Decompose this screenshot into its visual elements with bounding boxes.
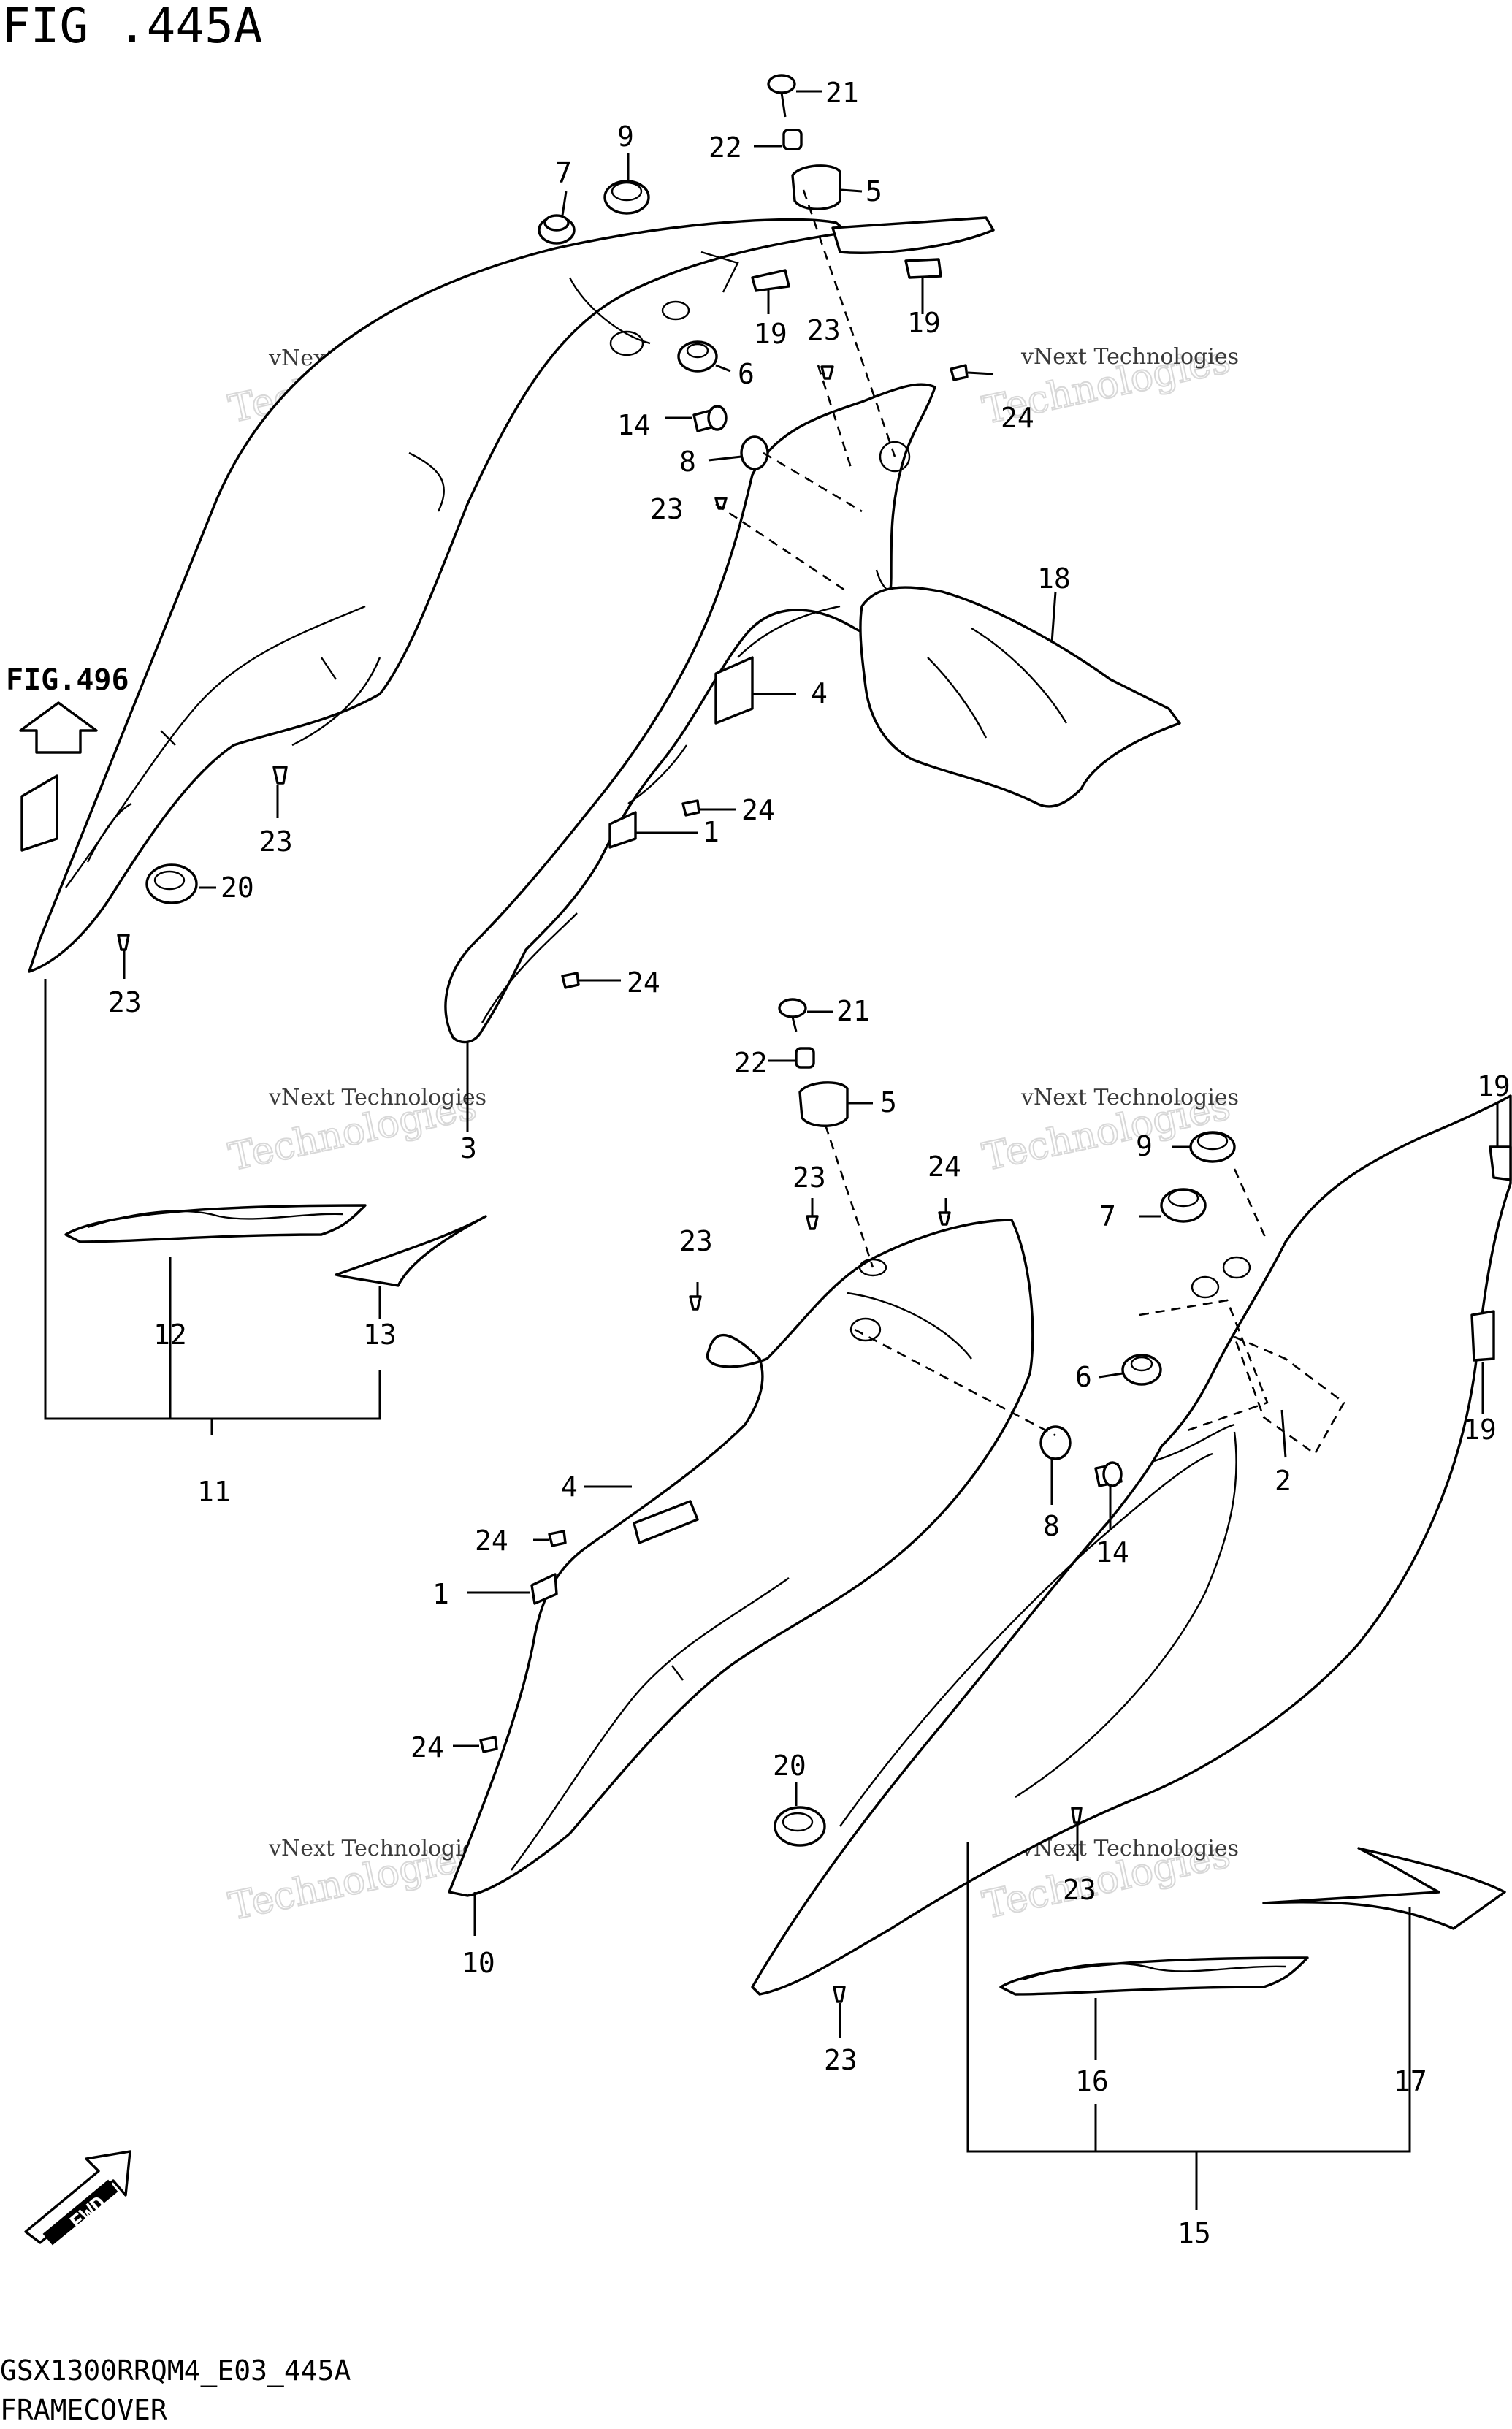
svg-text:24: 24 (741, 794, 775, 826)
part-18-shield (859, 586, 1181, 808)
lower-sticker-19b (1470, 1310, 1495, 1362)
svg-text:24: 24 (928, 1151, 961, 1183)
svg-text:23: 23 (650, 493, 684, 525)
lower-leaders (453, 1010, 1499, 2038)
svg-text:9: 9 (1136, 1130, 1153, 1162)
svg-text:23: 23 (807, 314, 841, 346)
svg-text:23: 23 (793, 1162, 826, 1194)
svg-text:19: 19 (1463, 1414, 1497, 1446)
svg-text:24: 24 (411, 1731, 444, 1763)
svg-text:3: 3 (460, 1132, 477, 1164)
upper-callouts: 21 22 5 7 9 19 19 23 6 24 14 8 23 18 4 2… (108, 77, 1071, 1164)
svg-text:24: 24 (475, 1525, 508, 1557)
svg-text:7: 7 (1099, 1200, 1116, 1232)
svg-text:24: 24 (627, 966, 660, 999)
svg-text:10: 10 (462, 1947, 495, 1979)
watermark-5: Technologies vNext Technologies (224, 1833, 486, 1929)
lower-hardware (479, 998, 1236, 2003)
upper-rear-tip (831, 216, 995, 254)
fig-ref-arrow-icon (19, 701, 98, 754)
svg-text:4: 4 (811, 677, 828, 709)
fwd-arrow-icon: FWD (24, 2150, 131, 2246)
svg-text:12: 12 (153, 1319, 187, 1351)
decal-17-stripe (1262, 1847, 1506, 1930)
upper-frame-cover (28, 218, 849, 973)
svg-text:11: 11 (197, 1476, 231, 1508)
svg-text:18: 18 (1037, 563, 1071, 595)
lower-callouts: 21 22 5 24 23 23 19 9 7 6 2 19 4 24 1 8 … (411, 995, 1511, 2249)
svg-text:20: 20 (773, 1750, 806, 1782)
svg-text:14: 14 (1096, 1536, 1129, 1568)
svg-text:21: 21 (825, 77, 859, 109)
svg-text:4: 4 (561, 1471, 578, 1503)
svg-text:1: 1 (703, 816, 719, 848)
svg-text:vNext Technologies: vNext Technologies (268, 1085, 486, 1110)
diagram-name: FRAMECOVER (0, 2394, 167, 2425)
svg-text:9: 9 (617, 121, 634, 153)
svg-text:6: 6 (1075, 1361, 1092, 1393)
svg-text:2: 2 (1275, 1465, 1291, 1497)
upper-sticker-19b (904, 258, 942, 279)
lower-right-cover (751, 1094, 1512, 1996)
svg-text:21: 21 (836, 995, 870, 1027)
svg-text:23: 23 (108, 986, 142, 1018)
svg-text:19: 19 (754, 318, 787, 350)
upper-inner-cover-3 (444, 383, 936, 1044)
decal-bracket-11: 12 13 11 (44, 979, 397, 1508)
svg-text:23: 23 (824, 2044, 858, 2076)
svg-text:24: 24 (1001, 402, 1034, 434)
lower-sticker-19a (1489, 1145, 1512, 1181)
figure-title: FIG .445A (1, 0, 263, 54)
svg-text:5: 5 (880, 1086, 897, 1118)
lower-left-cover-10 (448, 1219, 1034, 1897)
svg-text:vNext Technologies: vNext Technologies (1020, 344, 1239, 370)
svg-text:19: 19 (907, 307, 941, 339)
upper-hardware (117, 74, 969, 989)
svg-text:23: 23 (1063, 1874, 1096, 1906)
svg-text:vNext Technologies: vNext Technologies (1020, 1085, 1239, 1110)
svg-text:8: 8 (679, 446, 696, 478)
ref-sticker (20, 774, 58, 852)
svg-text:8: 8 (1043, 1510, 1060, 1542)
decal-16-logo (999, 1956, 1309, 1996)
svg-text:22: 22 (709, 131, 742, 164)
svg-text:13: 13 (363, 1319, 397, 1351)
fig-ref-label: FIG.496 (6, 663, 129, 697)
upper-leaders (123, 90, 1057, 1132)
svg-text:vNext Technologies: vNext Technologies (1020, 1836, 1239, 1861)
svg-text:16: 16 (1075, 2065, 1109, 2097)
svg-text:14: 14 (617, 409, 651, 441)
decal-13-stripe (335, 1215, 487, 1287)
svg-text:7: 7 (555, 157, 572, 189)
svg-text:15: 15 (1177, 2217, 1211, 2249)
svg-text:23: 23 (679, 1225, 713, 1257)
svg-text:6: 6 (738, 358, 755, 390)
svg-text:20: 20 (221, 872, 254, 904)
watermark-4: Technologies vNext Technologies (978, 1083, 1239, 1180)
svg-text:19: 19 (1477, 1070, 1511, 1102)
watermark-3: Technologies vNext Technologies (224, 1083, 486, 1180)
svg-text:vNext Technologies: vNext Technologies (268, 1836, 486, 1861)
svg-text:1: 1 (432, 1578, 449, 1610)
svg-text:5: 5 (866, 175, 882, 207)
svg-text:23: 23 (259, 825, 293, 858)
decal-bracket-15 (966, 1842, 1411, 2210)
diagram-code: GSX1300RRQM4_E03_445A (0, 2354, 351, 2387)
decal-12-logo (64, 1204, 367, 1243)
upper-sticker-19a (751, 269, 790, 292)
svg-text:22: 22 (734, 1047, 768, 1079)
